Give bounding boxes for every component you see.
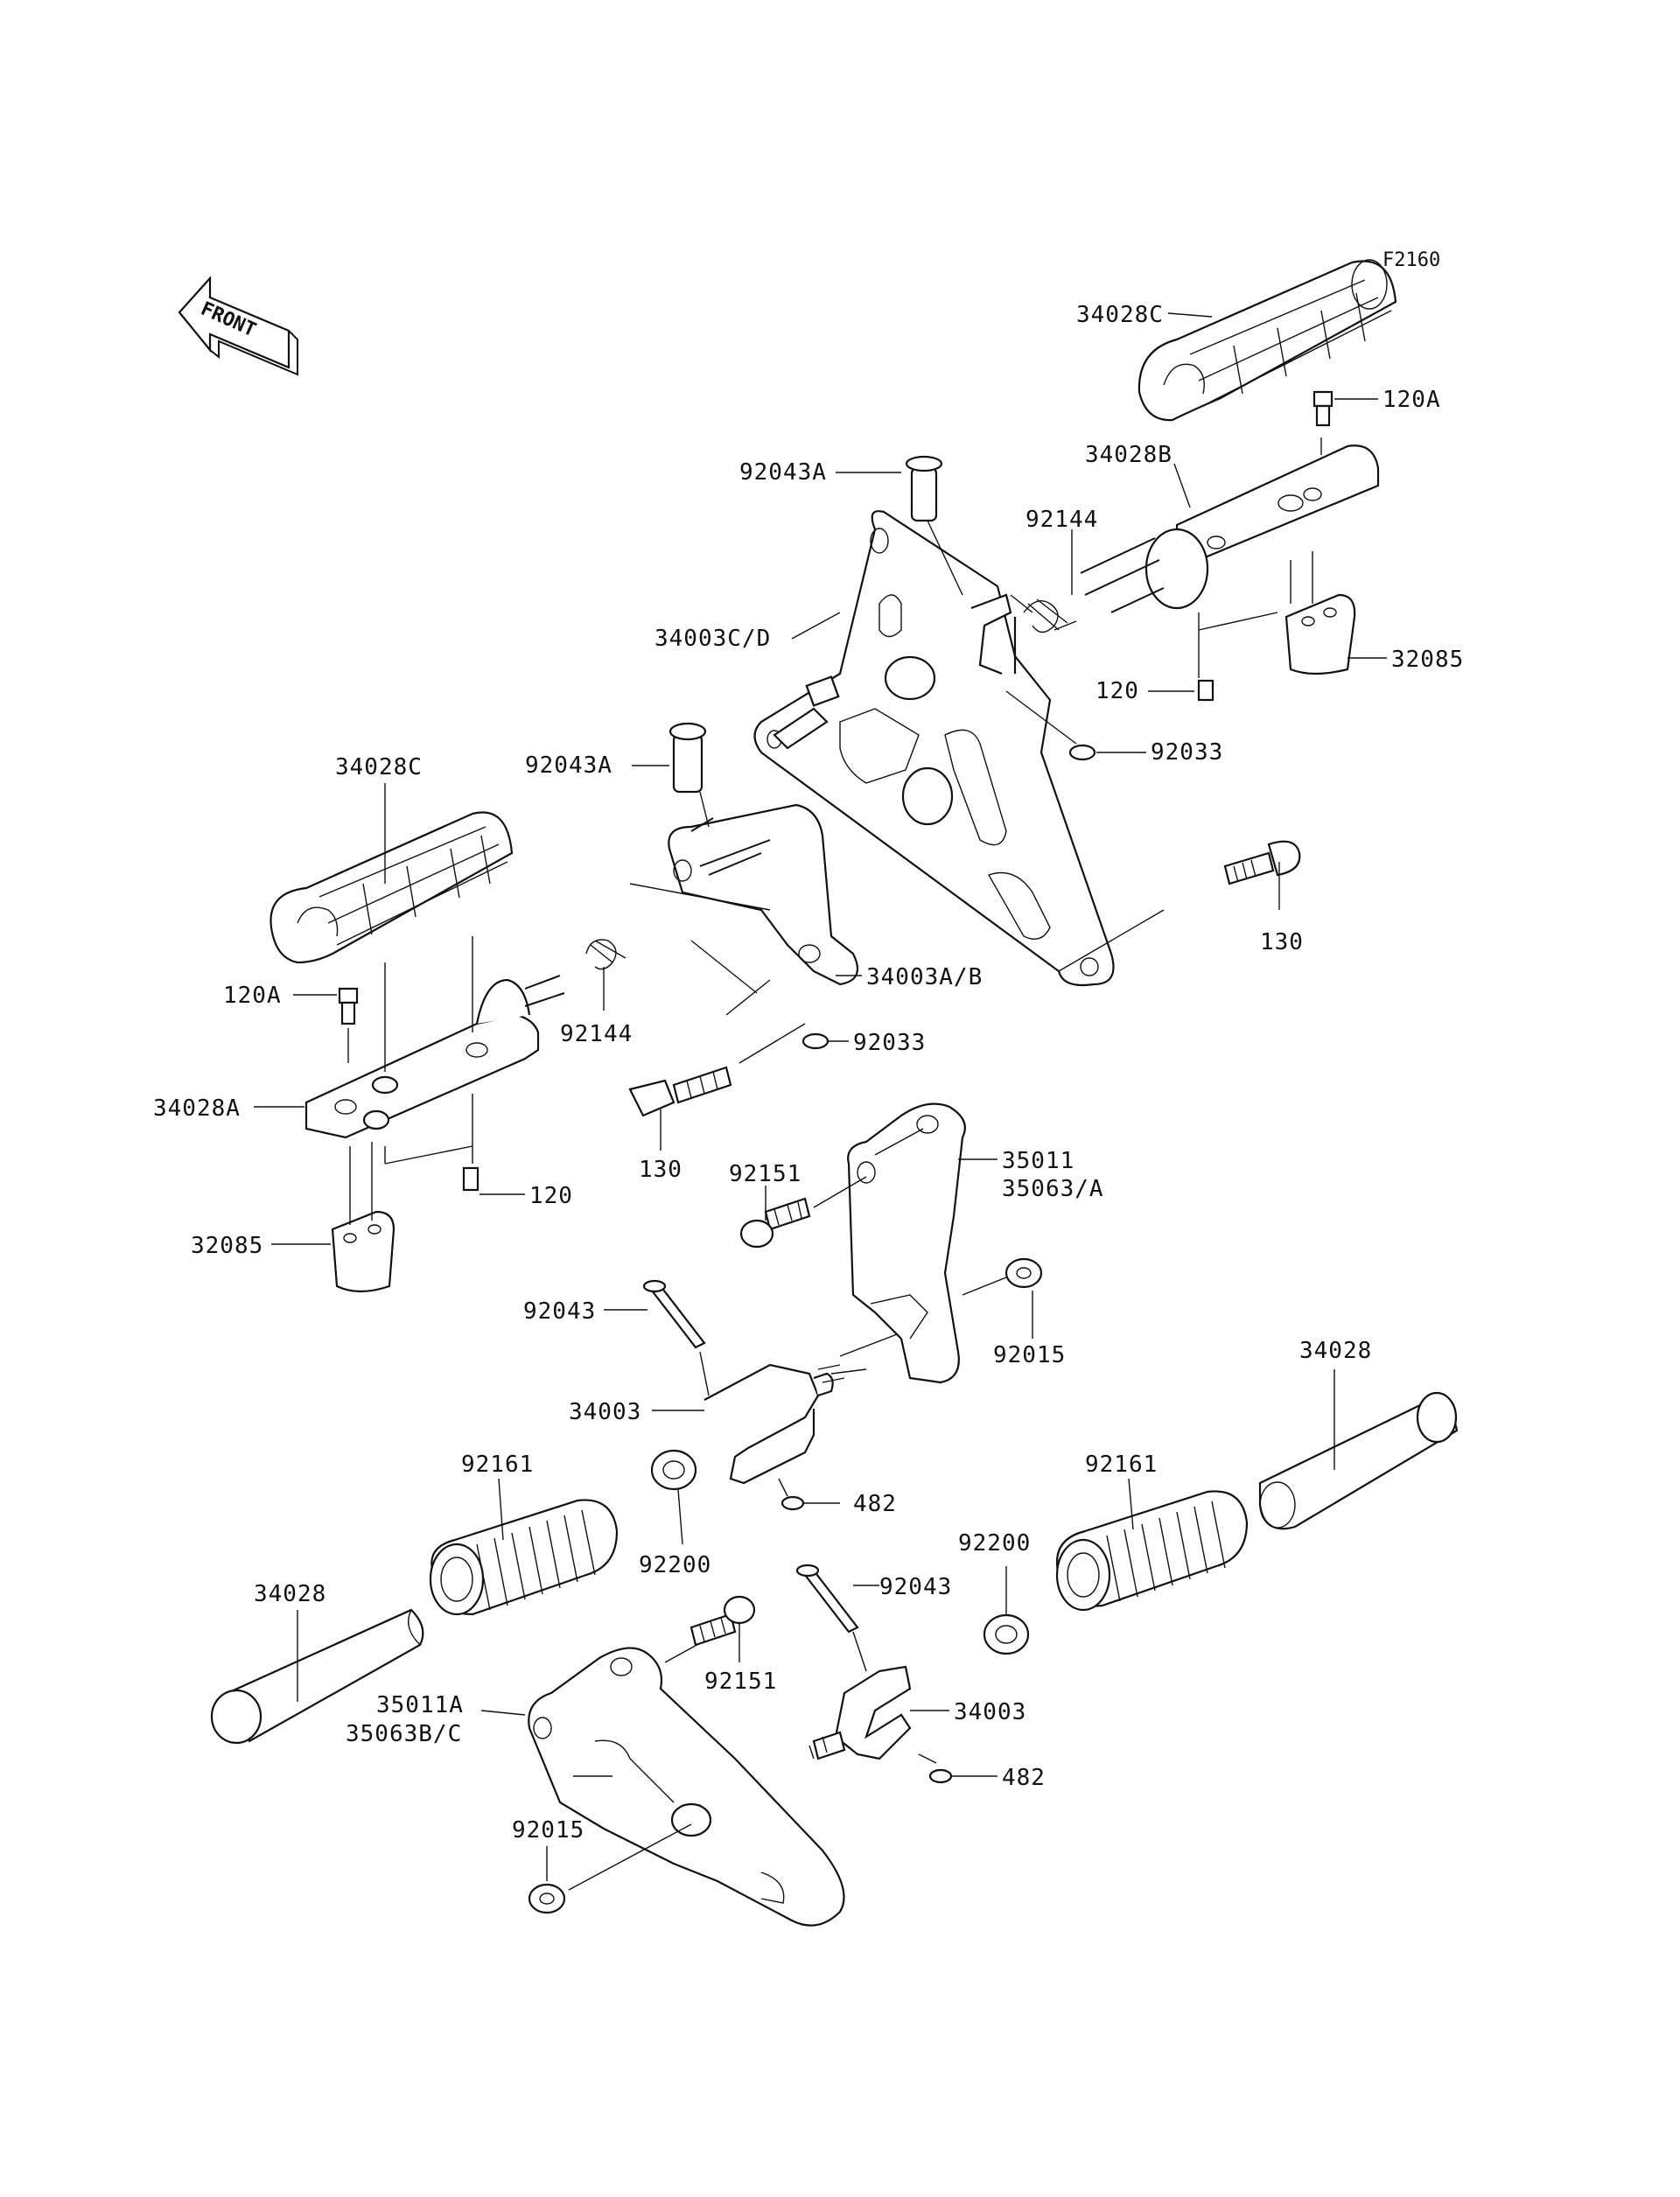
label-92144-left: 92144 bbox=[560, 1021, 633, 1047]
label-92200-right: 92200 bbox=[958, 1530, 1031, 1557]
clip-92033-left-icon bbox=[802, 1032, 830, 1050]
clevis-34003-top-icon bbox=[704, 1363, 845, 1485]
label-92200-left: 92200 bbox=[639, 1552, 711, 1578]
label-34028a: 34028A bbox=[153, 1095, 241, 1122]
nut-92015-top-icon bbox=[1004, 1257, 1043, 1289]
label-120a-left: 120A bbox=[223, 983, 282, 1009]
label-130-left: 130 bbox=[639, 1157, 682, 1183]
main-plate-icon bbox=[753, 510, 1115, 987]
right-bolt-120-icon bbox=[1197, 679, 1214, 702]
label-92043a-left: 92043A bbox=[525, 752, 612, 779]
label-92151-bottom: 92151 bbox=[704, 1669, 777, 1695]
label-34003cd: 34003C/D bbox=[654, 626, 771, 652]
left-peg-holder-icon bbox=[668, 803, 859, 986]
label-92144-right: 92144 bbox=[1026, 507, 1098, 533]
clip-92033-right-icon bbox=[1068, 744, 1096, 761]
label-34028c-left: 34028C bbox=[335, 754, 423, 780]
spring-92144-right-icon bbox=[1010, 594, 1077, 633]
left-rubber-grip-icon bbox=[270, 811, 514, 964]
passenger-bracket-right-icon bbox=[847, 1102, 966, 1384]
bolt-130-left-icon bbox=[628, 1066, 732, 1117]
label-92015-top: 92015 bbox=[993, 1342, 1066, 1368]
bolt-92151-top-icon bbox=[739, 1197, 811, 1249]
pin-92043a-right-icon bbox=[905, 455, 943, 522]
label-32085-left: 32085 bbox=[191, 1233, 263, 1259]
left-peg-bracket-icon bbox=[304, 975, 565, 1139]
passenger-bracket-left-icon bbox=[528, 1647, 845, 1927]
label-92151-top: 92151 bbox=[729, 1161, 802, 1187]
left-slider-icon bbox=[331, 1210, 396, 1293]
leader-lines bbox=[254, 312, 1387, 1881]
spring-92144-left-icon bbox=[585, 939, 626, 970]
label-35063bc: 35063B/C bbox=[346, 1721, 462, 1747]
label-34003-top: 34003 bbox=[569, 1399, 641, 1425]
label-92033-left: 92033 bbox=[853, 1030, 926, 1056]
right-bolt-120a-icon bbox=[1312, 390, 1334, 427]
label-35011: 35011 bbox=[1002, 1148, 1074, 1174]
label-35063a: 35063/A bbox=[1002, 1176, 1104, 1202]
label-120a-right: 120A bbox=[1382, 387, 1441, 413]
label-482-top: 482 bbox=[853, 1491, 897, 1517]
rubber-grip-92161-right-icon bbox=[1055, 1490, 1249, 1612]
left-bolt-120-icon bbox=[462, 1166, 480, 1192]
washer-92200-left-icon bbox=[650, 1449, 697, 1491]
right-slider-icon bbox=[1284, 593, 1356, 675]
label-92043-top: 92043 bbox=[523, 1298, 596, 1325]
tube-34028-right-icon bbox=[1258, 1391, 1459, 1530]
clip-482-bottom-icon bbox=[928, 1768, 953, 1784]
label-34028-left: 34028 bbox=[254, 1581, 326, 1607]
pin-92043a-left-icon bbox=[668, 722, 707, 794]
right-rubber-grip-icon bbox=[1138, 259, 1397, 422]
clevis-34003-bottom-icon bbox=[808, 1665, 912, 1760]
label-92161-left: 92161 bbox=[461, 1452, 534, 1478]
front-arrow-icon: FRONT bbox=[178, 276, 298, 376]
clip-482-top-icon bbox=[780, 1495, 805, 1511]
bolt-92151-bottom-icon bbox=[690, 1595, 756, 1647]
label-482-bottom: 482 bbox=[1002, 1765, 1046, 1791]
label-32085-right: 32085 bbox=[1391, 647, 1464, 673]
washer-92200-right-icon bbox=[983, 1613, 1030, 1655]
label-92161-right: 92161 bbox=[1085, 1452, 1158, 1478]
right-peg-bracket-icon bbox=[1080, 444, 1380, 613]
tube-34028-left-icon bbox=[210, 1608, 424, 1745]
nut-92015-bottom-icon bbox=[528, 1883, 566, 1914]
figure-code: F2160 bbox=[1382, 249, 1440, 271]
label-92015-bottom: 92015 bbox=[512, 1817, 584, 1844]
rubber-grip-92161-left-icon bbox=[429, 1499, 619, 1616]
label-35011a: 35011A bbox=[376, 1692, 464, 1718]
label-34028-right: 34028 bbox=[1299, 1338, 1372, 1364]
bolt-130-right-icon bbox=[1223, 840, 1301, 885]
label-120-left: 120 bbox=[529, 1183, 573, 1209]
label-34028c-right: 34028C bbox=[1076, 302, 1164, 328]
label-34028b: 34028B bbox=[1085, 442, 1172, 468]
label-120-right: 120 bbox=[1096, 678, 1139, 704]
label-130-right: 130 bbox=[1260, 929, 1304, 955]
label-92033-right: 92033 bbox=[1151, 739, 1223, 766]
label-34003-bottom: 34003 bbox=[954, 1699, 1026, 1725]
pin-92043-bottom-icon bbox=[795, 1564, 859, 1634]
part-labels: 34028C 120A 34028B 92043A 92144 34003C/D… bbox=[153, 302, 1464, 1844]
label-34003ab: 34003A/B bbox=[866, 964, 983, 990]
pin-92043-top-icon bbox=[642, 1279, 706, 1349]
left-bolt-120a-icon bbox=[338, 987, 359, 1025]
label-92043-bottom: 92043 bbox=[879, 1574, 952, 1600]
label-92043a-right: 92043A bbox=[739, 459, 827, 486]
